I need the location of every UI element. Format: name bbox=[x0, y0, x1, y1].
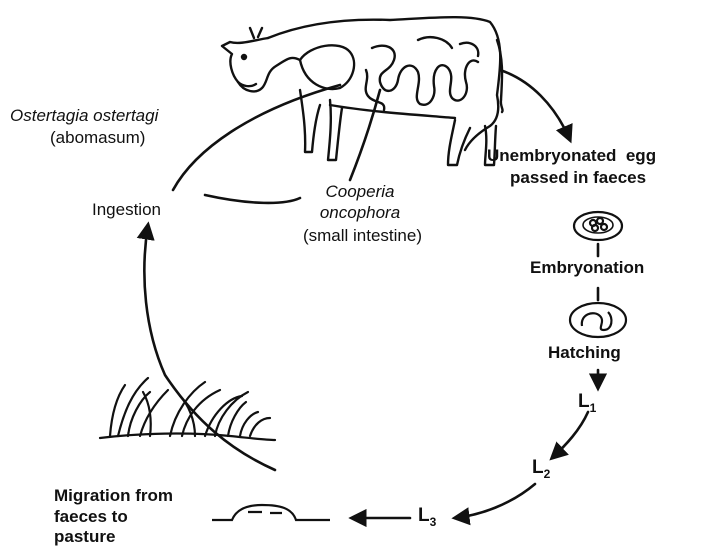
larva-stage-l3: L3 bbox=[418, 506, 436, 532]
hatching-label: Hatching bbox=[548, 343, 621, 362]
egg-label-line1: Unembryonated egg bbox=[487, 146, 656, 165]
ostertagia-name: Ostertagia ostertagi bbox=[10, 106, 158, 125]
unembryonated-egg bbox=[574, 212, 622, 240]
cooperia-site: (small intestine) bbox=[280, 226, 445, 245]
embryonation-label: Embryonation bbox=[530, 258, 644, 277]
cow-illustration bbox=[222, 17, 503, 165]
cooperia-name-line1: Cooperia bbox=[300, 182, 420, 201]
larva-stage-l2: L2 bbox=[532, 458, 550, 484]
ingestion-label: Ingestion bbox=[92, 200, 161, 219]
cooperia-name-line2: oncophora bbox=[300, 203, 420, 222]
faeces-pat bbox=[212, 505, 330, 520]
migration-label-line2: faeces to bbox=[54, 507, 128, 526]
egg-label-line2: passed in faeces bbox=[510, 168, 646, 187]
embryonated-egg bbox=[570, 303, 626, 337]
migration-label-line1: Migration from bbox=[54, 486, 173, 505]
pasture-grass-illustration bbox=[100, 378, 275, 440]
cycle-arrows bbox=[144, 70, 598, 518]
ostertagia-site: (abomasum) bbox=[50, 128, 145, 147]
migration-label-line3: pasture bbox=[54, 527, 115, 546]
larva-stage-l1: L1 bbox=[578, 392, 596, 418]
